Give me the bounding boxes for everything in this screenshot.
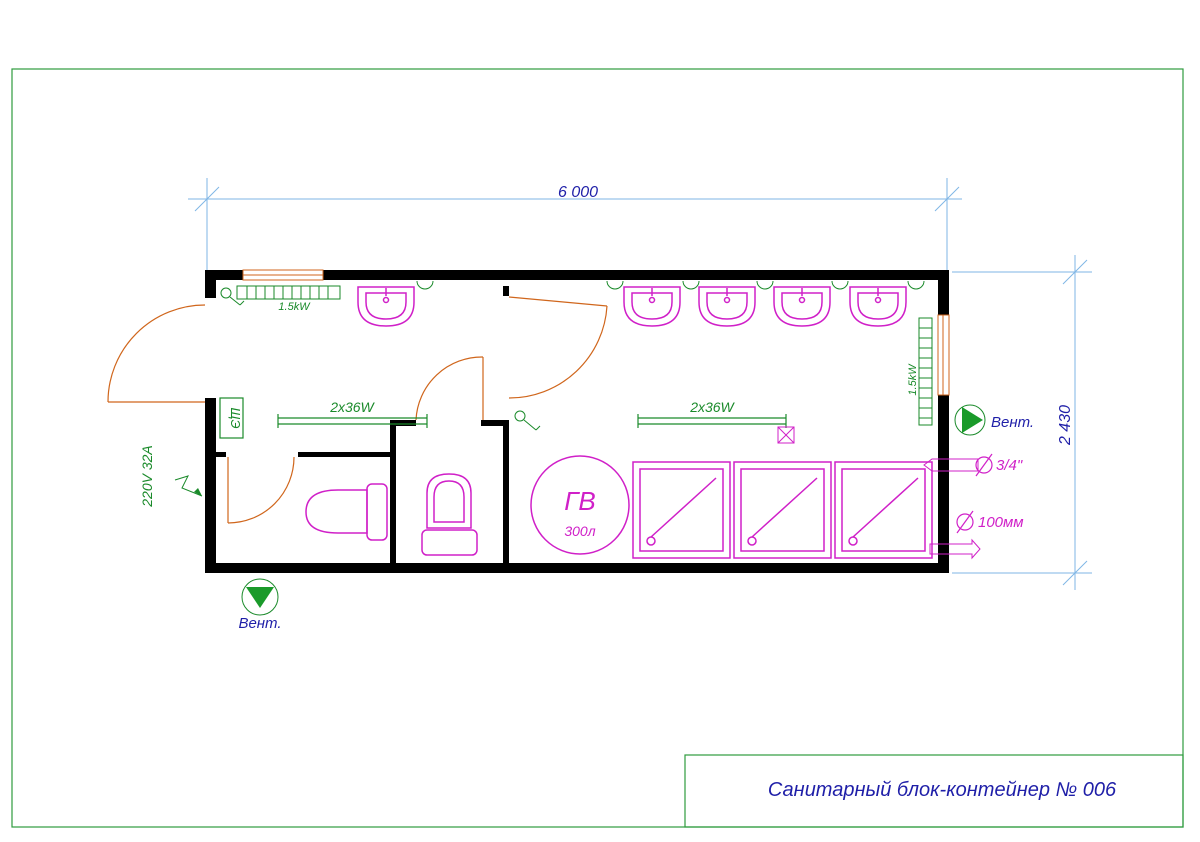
switches [220, 287, 541, 431]
height-dimension-label: 2 430 [1057, 405, 1074, 446]
title-block [684, 754, 1184, 828]
sinks [357, 286, 907, 327]
sink [698, 286, 756, 327]
light-right [637, 414, 787, 428]
sewer-outlet-arrow-icon [929, 538, 981, 560]
sink [357, 286, 415, 327]
heater-right-label: 1.5kW [907, 363, 919, 396]
water-heater-volume: 300л [564, 523, 595, 539]
sink [849, 286, 907, 327]
doors [107, 296, 608, 524]
wall-lamps [416, 280, 925, 290]
vent-right-label: Вент. [991, 414, 1034, 431]
sink [773, 286, 831, 327]
power-arrow-icon [194, 488, 202, 496]
light-left [277, 414, 428, 428]
electrical-panel [219, 397, 244, 439]
vent-bottom-label: Вент. [238, 615, 281, 632]
power-input-label: 220V 32A [139, 445, 155, 508]
diameter-icon [956, 510, 974, 534]
light-right-label: 2x36W [689, 399, 735, 415]
toilet-left [305, 483, 388, 541]
heater-top [236, 285, 341, 300]
vent-bottom-icon [241, 578, 279, 616]
heater-top-label: 1.5kW [278, 301, 311, 313]
water-heater [530, 455, 630, 555]
drawing-frame [11, 68, 1184, 828]
diameter-icon [975, 453, 993, 477]
sink [623, 286, 681, 327]
water-pipe-label: 3/4" [996, 457, 1023, 474]
water-heater-label: ГВ [564, 486, 595, 516]
window-right [937, 314, 950, 396]
sewer-pipe-label: 100мм [978, 514, 1024, 531]
height-dimension [952, 255, 1092, 590]
shower-cabin [733, 461, 832, 559]
fan-box [777, 426, 795, 444]
window-top [242, 269, 324, 281]
container-walls [205, 270, 949, 573]
title-text: Санитарный блок-контейнер № 006 [768, 779, 1117, 801]
toilet-right [421, 473, 478, 556]
shower-cabin [834, 461, 933, 559]
shower-cabins [632, 461, 933, 559]
water-inlet-arrow-icon [923, 458, 979, 472]
light-left-label: 2x36W [329, 399, 375, 415]
vent-right-icon [954, 404, 986, 436]
width-dimension-label: 6 000 [558, 184, 598, 201]
electrical-panel-label: ЩЭ [228, 407, 243, 428]
width-dimension [188, 178, 962, 270]
power-input-icon [174, 475, 203, 497]
heater-right [918, 317, 933, 426]
shower-cabin [632, 461, 731, 559]
